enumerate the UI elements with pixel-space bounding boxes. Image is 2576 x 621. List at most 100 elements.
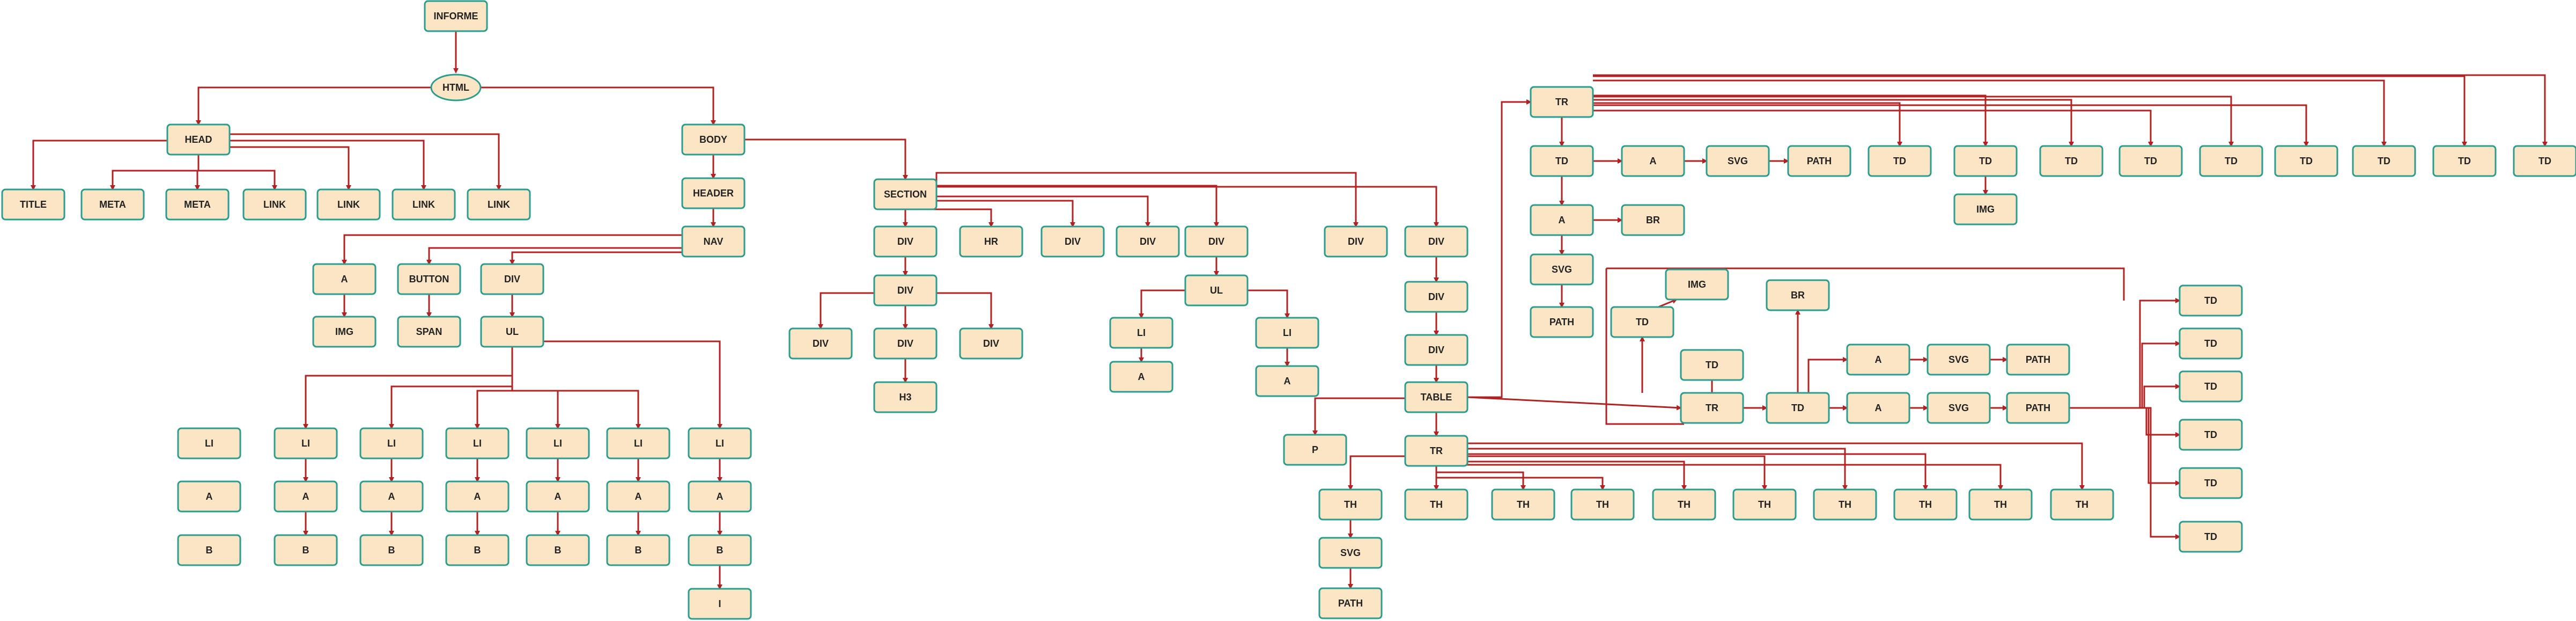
node-br-sub: BR	[1621, 204, 1685, 236]
node-label: TH	[1344, 499, 1357, 510]
node-label: A	[1875, 354, 1882, 365]
node-label: DIV	[897, 285, 913, 296]
node-shape	[2199, 145, 2263, 177]
node-label: LI	[205, 438, 213, 449]
node-label: A	[1650, 156, 1657, 166]
node-label: TD	[2204, 478, 2217, 488]
node-sdiv3: DIV	[1116, 225, 1180, 258]
node-p: P	[1283, 434, 1347, 466]
node-shape	[606, 427, 670, 459]
node-shape	[274, 427, 338, 459]
node-label: TD	[2204, 429, 2217, 440]
edge-tr-head-to-th1	[1348, 451, 1406, 491]
node-a-sub: A	[1530, 204, 1594, 236]
node-label: SECTION	[884, 189, 927, 200]
node-path-mid2: PATH	[2006, 392, 2070, 424]
node-shape	[1318, 537, 1383, 569]
node-link1: LINK	[242, 188, 307, 221]
node-link3: LINK	[392, 188, 456, 221]
node-label: TH	[1758, 499, 1771, 510]
node-label: B	[302, 545, 309, 556]
node-shape	[1787, 145, 1851, 177]
edge-nav-to-nav-a	[342, 234, 683, 265]
node-label: TR	[1430, 445, 1443, 456]
edge-table-to-tr-mid	[1467, 396, 1682, 411]
edge-sdiv1a-to-sdiv1d	[935, 290, 994, 330]
node-shape	[688, 588, 752, 620]
node-svg-mid2: SVG	[1927, 392, 1991, 424]
node-shape	[430, 74, 482, 101]
node-b5: B	[606, 534, 670, 566]
node-label: LI	[1283, 327, 1291, 338]
node-label: DIV	[983, 338, 999, 349]
edge-tr-top-to-td5	[1593, 109, 2153, 147]
node-li0: LI	[177, 427, 241, 459]
node-li-x2: LI	[1255, 317, 1319, 349]
edge-section-to-sdiv4	[935, 185, 1219, 228]
node-td-r3: TD	[2179, 370, 2243, 403]
node-shape	[1255, 365, 1319, 397]
node-label: NAV	[704, 236, 724, 247]
node-shape	[274, 534, 338, 566]
node-td-r1: TD	[2179, 284, 2243, 317]
node-label: SVG	[1552, 264, 1572, 275]
node-td9: TD	[2432, 145, 2497, 177]
node-shape	[316, 188, 381, 221]
node-hr: HR	[959, 225, 1023, 258]
edge-head-to-link4	[230, 133, 501, 191]
node-td2: TD	[1868, 145, 1932, 177]
node-shape	[1893, 488, 1958, 521]
node-label: TD	[2144, 156, 2157, 166]
node-sdiv6: DIV	[1404, 225, 1468, 258]
node-td1: TD	[1530, 145, 1594, 177]
edge-section-to-sdiv2	[935, 194, 1075, 228]
node-tr-mid: TR	[1680, 392, 1744, 424]
node-label: DIV	[1428, 345, 1444, 355]
node-shape	[1968, 488, 2033, 521]
node-section: SECTION	[873, 178, 938, 210]
node-shape	[1621, 204, 1685, 236]
node-shape	[1680, 349, 1744, 381]
node-label: A	[474, 491, 481, 502]
node-label: A	[1138, 371, 1145, 382]
node-label: TH	[2076, 499, 2088, 510]
node-nav-button: BUTTON	[397, 263, 461, 295]
node-head: HEAD	[166, 123, 231, 156]
node-label: TD	[2204, 381, 2217, 392]
node-td8: TD	[2352, 145, 2416, 177]
node-shape	[1953, 145, 2018, 177]
node-b0: B	[177, 534, 241, 566]
node-label: LI	[1137, 327, 1146, 338]
node-shape	[1404, 435, 1468, 467]
node-title: TITLE	[1, 188, 65, 221]
edge-nav-ul-to-li5	[511, 347, 641, 429]
edge-td-mid2-to-a-mid1	[1807, 357, 1848, 393]
node-shape	[312, 316, 377, 348]
node-shape	[2513, 145, 2576, 177]
node-label: A	[341, 274, 348, 284]
node-path-mid1: PATH	[2006, 344, 2070, 376]
node-label: TD	[1636, 317, 1649, 327]
edge-tr-head-to-th4	[1435, 466, 1605, 491]
node-shape	[606, 480, 670, 513]
node-th3: TH	[1491, 488, 1555, 521]
node-label: DIV	[1428, 291, 1444, 302]
node-label: DIV	[897, 236, 913, 247]
node-shape	[1404, 334, 1468, 366]
edge-section-to-sdiv3	[935, 194, 1150, 228]
node-shape	[1652, 488, 1716, 521]
node-shape	[2039, 145, 2103, 177]
node-label: LI	[387, 438, 396, 449]
node-shape	[873, 274, 938, 306]
edge-html-to-body	[481, 86, 716, 126]
edge-body-to-section	[744, 138, 908, 180]
node-label: DIV	[1065, 236, 1081, 247]
node-label: SVG	[1948, 354, 1969, 365]
node-li3: LI	[445, 427, 510, 459]
edge-loop-1	[1605, 268, 1684, 425]
node-label: HTML	[442, 82, 469, 93]
node-sdiv6a: DIV	[1404, 281, 1468, 313]
node-shape	[1184, 274, 1249, 306]
node-a4: A	[526, 480, 590, 513]
